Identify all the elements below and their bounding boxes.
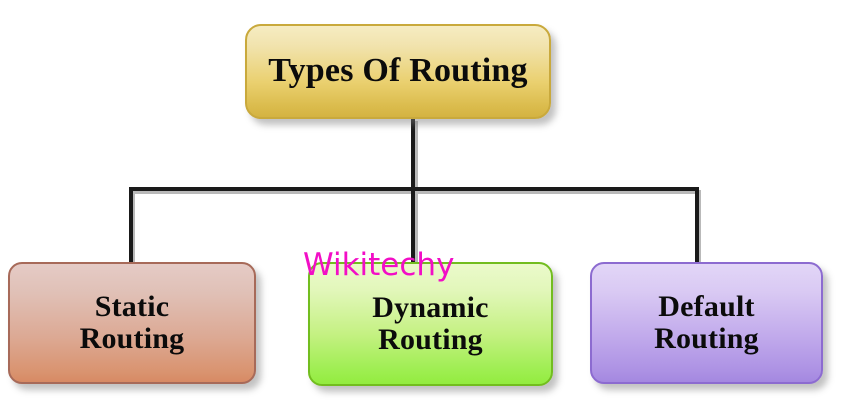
watermark-text: Wikitechy (303, 247, 455, 283)
connector-shadow-center-drop (414, 190, 418, 264)
connector-left-drop (129, 187, 133, 264)
connector-shadow-root-stem (414, 121, 418, 191)
node-dynamic-routing[interactable]: Dynamic Routing (308, 262, 553, 386)
node-static-label-line2: Routing (79, 322, 185, 355)
connector-shadow-left-drop (131, 190, 135, 264)
node-static-routing[interactable]: Static Routing (8, 262, 256, 384)
node-default-label-line2: Routing (654, 322, 759, 355)
node-types-of-routing[interactable]: Types Of Routing (245, 24, 551, 119)
node-dynamic-label-line1: Dynamic (372, 290, 489, 324)
connector-root-stem (411, 118, 415, 190)
connector-shadow-right-drop (697, 190, 701, 264)
node-static-label-line1: Static (94, 289, 170, 323)
node-default-label-line1: Default (658, 289, 755, 323)
connector-center-drop (411, 187, 415, 264)
connector-right-drop (695, 187, 699, 264)
node-dynamic-label-line2: Routing (378, 323, 483, 356)
node-root-label: Types Of Routing (268, 52, 528, 90)
node-default-routing[interactable]: Default Routing (590, 262, 823, 384)
